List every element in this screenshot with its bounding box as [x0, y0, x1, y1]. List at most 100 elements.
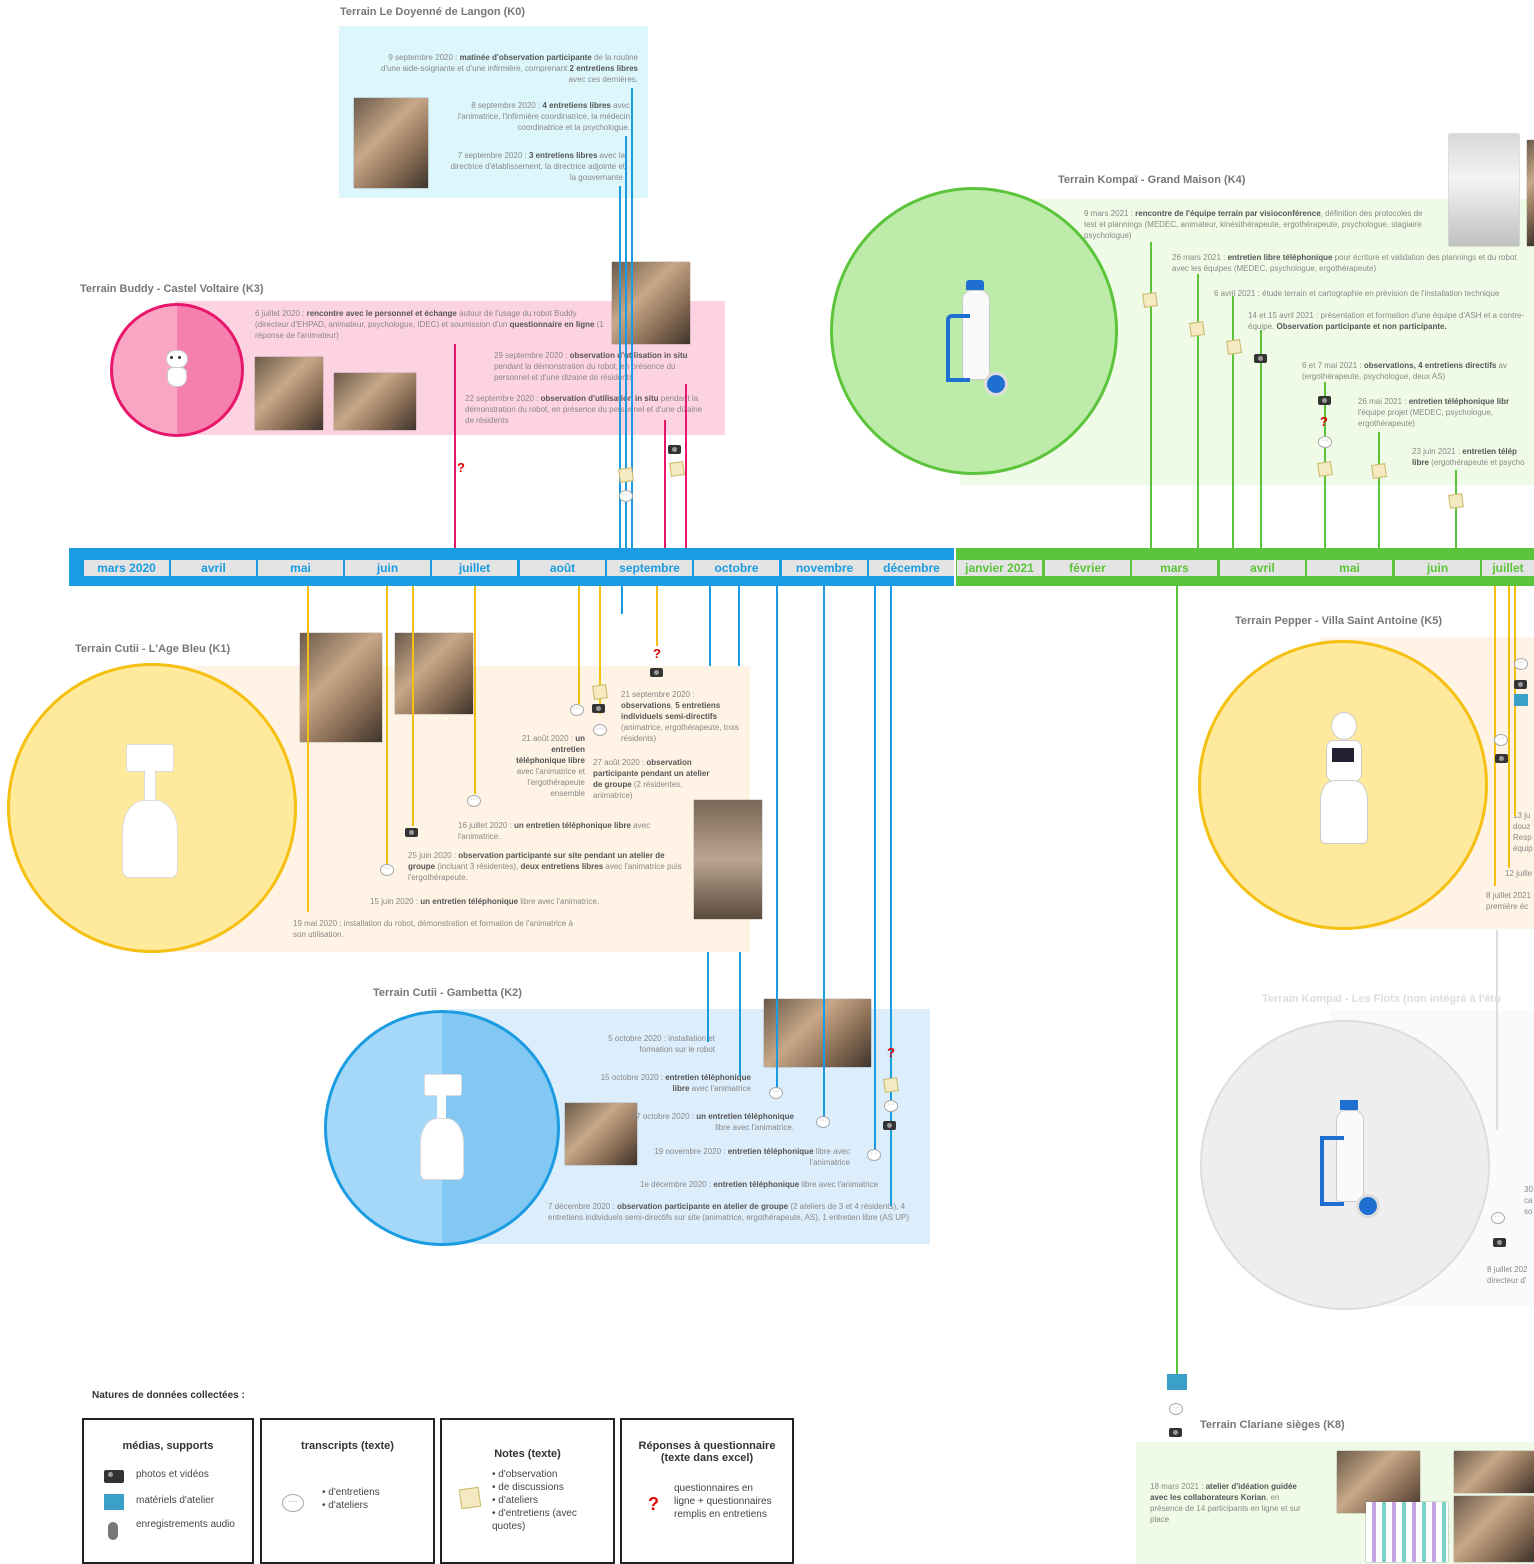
- k2-line-4: [823, 586, 825, 1118]
- k2-line-2: [738, 586, 740, 666]
- k2-event-6: 7 décembre 2020 : observation participan…: [548, 1202, 910, 1222]
- month-12: mars: [1132, 560, 1217, 576]
- k4-line-7: [1455, 470, 1457, 548]
- speech-bubble-icon: ···: [1514, 658, 1528, 670]
- speech-bubble-icon: ···: [619, 490, 633, 502]
- k1-line-5: [578, 586, 580, 704]
- speech-bubble-icon: ···: [816, 1116, 830, 1128]
- k2-photo-1: [764, 999, 871, 1067]
- month-1: avril: [171, 560, 256, 576]
- k2-line-3: [776, 586, 778, 1088]
- month-11: février: [1045, 560, 1130, 576]
- pepper-robot-icon: [1318, 712, 1368, 844]
- k2-title: Terrain Cutii - Gambetta (K2): [373, 987, 522, 999]
- k2-line-1b: [707, 952, 709, 1042]
- k4-event-5: 6 et 7 mai 2021 : observations, 4 entret…: [1302, 361, 1507, 381]
- legend-notes-item-4: • d'entretiens (avec quotes): [492, 1508, 577, 1532]
- month-8: novembre: [782, 560, 867, 576]
- k1-line-4: [474, 586, 476, 794]
- k1-line-3: [412, 586, 414, 826]
- notepad-icon: [669, 461, 685, 477]
- notepad-icon: [1189, 321, 1205, 337]
- kflots-circle: [1200, 1020, 1490, 1310]
- k4-event-7: 23 juin 2021 : entretien télép libre (er…: [1412, 447, 1525, 467]
- camera-icon: [1495, 754, 1508, 763]
- notepad-icon: [1142, 292, 1158, 308]
- k2-photo-2: [565, 1103, 637, 1165]
- k4-line-4: [1260, 330, 1262, 548]
- k1-photo-3: [694, 800, 762, 919]
- k0-title: Terrain Le Doyenné de Langon (K0): [340, 6, 525, 18]
- k2-line-6: [890, 586, 892, 1206]
- speech-bubble-icon: ···: [467, 795, 481, 807]
- k5-title: Terrain Pepper - Villa Saint Antoine (K5…: [1235, 615, 1443, 627]
- k2-event-3: 27 octobre 2020 : un entretien téléphoni…: [631, 1112, 794, 1132]
- k8-event-1: 18 mars 2021 : atelier d'idéation guidée…: [1150, 1482, 1301, 1524]
- k4-line-3: [1232, 296, 1234, 548]
- legend-notes-item-2: • de discussions: [492, 1482, 564, 1493]
- k4-photo-1: [1449, 134, 1519, 246]
- notepad-icon: [883, 1077, 899, 1093]
- k8-line: [1176, 586, 1178, 1376]
- k1-line-6: [599, 586, 601, 714]
- k3-photo-3: [612, 262, 690, 344]
- legend-notes-item-1: • d'observation: [492, 1469, 558, 1480]
- k0-line-1: [619, 186, 621, 548]
- camera-icon: [1169, 1428, 1182, 1437]
- k1-event-1: 21 septembre 2020 : observations, 5 entr…: [621, 690, 739, 743]
- camera-icon: [650, 668, 663, 677]
- k1-event-5: 25 juin 2020 : observation participante …: [408, 851, 682, 882]
- month-16: juillet: [1482, 560, 1534, 576]
- k3-event-3: 22 septembre 2020 : observation d'utilis…: [465, 394, 703, 425]
- k8-photo-3: [1454, 1451, 1534, 1493]
- k4-event-3: 6 avril 2021 : étude terrain et cartogra…: [1214, 289, 1500, 298]
- kflots-title: Terrain Kompaï - Les Flots (non intégré …: [1262, 993, 1501, 1005]
- speech-bubble-icon: ···: [570, 704, 584, 716]
- microphone-icon: [108, 1522, 118, 1540]
- k1-event-2: 21 août 2020 : un entretien téléphonique…: [516, 734, 585, 798]
- k1-line-7: [656, 586, 658, 646]
- k0-event-2: 8 septembre 2020 : 4 entretiens libres a…: [457, 101, 630, 132]
- k4-line-2: [1197, 274, 1199, 548]
- k0-event-1: 9 septembre 2020 : matinée d'observation…: [381, 53, 638, 84]
- camera-icon: [883, 1121, 896, 1130]
- k0-line-3: [631, 88, 633, 548]
- month-6: septembre: [607, 560, 692, 576]
- speech-bubble-icon: ···: [1169, 1403, 1183, 1415]
- k1-circle: [7, 663, 297, 953]
- k1-event-4: 16 juillet 2020 : un entretien téléphoni…: [458, 821, 651, 841]
- buddy-robot-icon: [164, 350, 188, 387]
- camera-icon: [405, 828, 418, 837]
- legend-notes-item-3: • d'ateliers: [492, 1495, 538, 1506]
- notepad-icon: [1317, 461, 1333, 477]
- month-7: octobre: [694, 560, 779, 576]
- legend-box-media: médias, supports photos et vidéos matéri…: [82, 1418, 254, 1564]
- k0-event-3: 7 septembre 2020 : 3 entretiens libres a…: [450, 151, 626, 182]
- month-2: mai: [258, 560, 343, 576]
- question-mark-icon: ?: [1320, 414, 1328, 429]
- notepad-icon: [458, 1486, 482, 1510]
- k4-photo-2: [1527, 140, 1534, 246]
- k5-event-1: 13 ju douz Resp équip: [1513, 811, 1533, 853]
- notepad-icon: [1226, 339, 1242, 355]
- month-5: août: [520, 560, 605, 576]
- question-mark-icon: ?: [648, 1494, 659, 1514]
- k4-event-1: 9 mars 2021 : rencontre de l'équipe terr…: [1084, 209, 1423, 240]
- k4-line-6: [1378, 432, 1380, 548]
- question-mark-icon: ?: [653, 646, 661, 661]
- kompai-robot-icon: [936, 280, 1008, 396]
- legend-questionnaire-item-1: questionnaires en ligne + questionnaires…: [674, 1483, 772, 1520]
- month-9: décembre: [869, 560, 954, 576]
- speech-bubble-icon: ···: [884, 1100, 898, 1112]
- k3-event-1: 6 juillet 2020 : rencontre avec le perso…: [255, 309, 604, 340]
- k8-title: Terrain Clariane sièges (K8): [1200, 1419, 1345, 1431]
- k1-photo-1: [300, 633, 382, 742]
- k3-photo-1: [255, 357, 323, 430]
- kompai-robot-icon-flots: [1310, 1100, 1380, 1218]
- legend-media-item-3: enregistrements audio: [136, 1519, 235, 1530]
- legend-media-item-1: photos et vidéos: [136, 1469, 209, 1480]
- month-4: juillet: [432, 560, 517, 576]
- legend-transcripts-title: transcripts (texte): [301, 1440, 394, 1452]
- notepad-icon: [1448, 493, 1464, 509]
- legend-transcripts-item-2: • d'ateliers: [322, 1500, 368, 1511]
